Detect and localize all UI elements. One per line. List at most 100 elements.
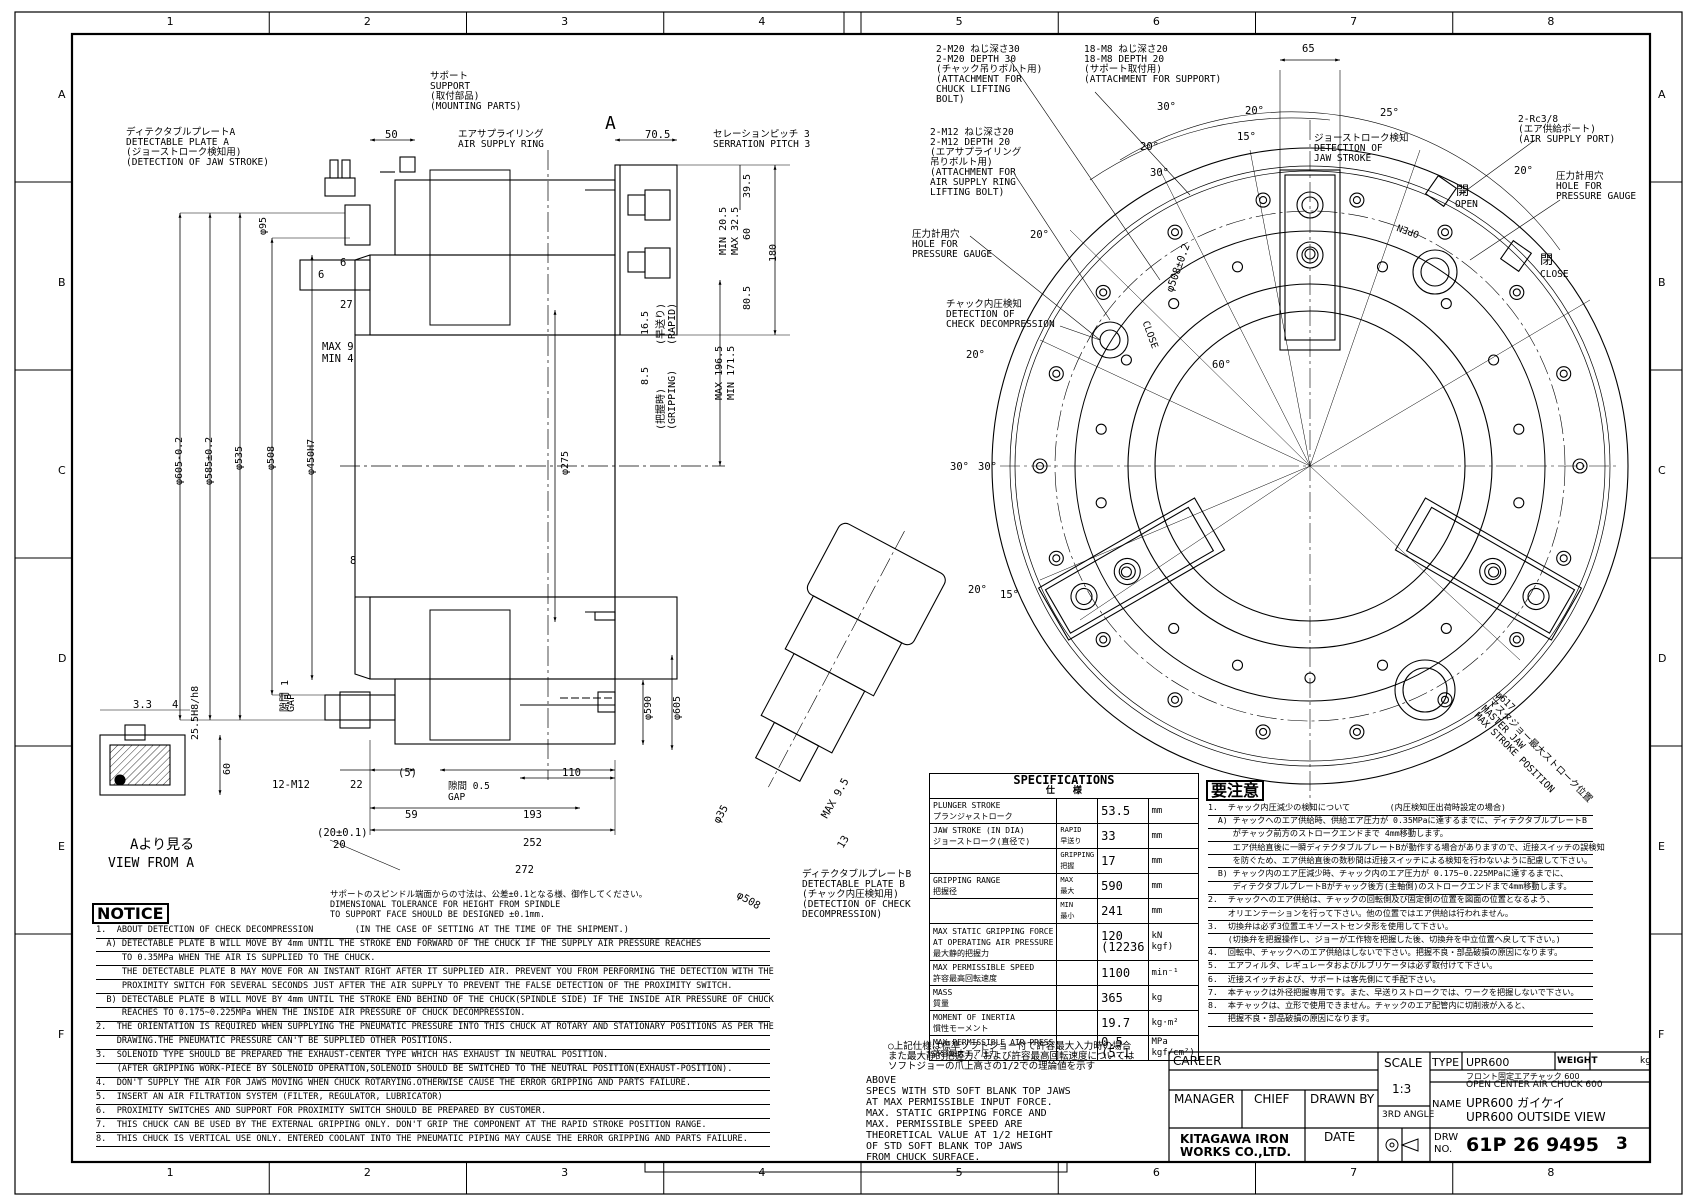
bolt-hole (1120, 354, 1132, 366)
spec-sub: MIN 最小 (1056, 898, 1099, 924)
bolt-hole (1168, 298, 1180, 310)
dim-3-3: 3.3 (133, 699, 152, 711)
dim-20: 20 (333, 839, 346, 851)
spec-unit: MPa kgf/cm²) (1147, 1035, 1199, 1061)
caution-line: 5. エアフィルタ、レギュレータおよびルブリケータは必ず取付けて下さい。 (1208, 959, 1593, 974)
view-from-a-en: VIEW FROM A (108, 856, 195, 871)
spec-label (928, 848, 1058, 874)
dim-252: 252 (523, 837, 542, 849)
dim-535: φ535 (234, 445, 245, 470)
notice-line: REACHES TO 0.175~0.225MPa WHEN THE INSID… (96, 1007, 770, 1022)
dim-min171-5: MIN 171.5 (726, 345, 737, 400)
angle-30a: 30° (1157, 101, 1176, 113)
name-label: NAME (1432, 1099, 1462, 1110)
spec-label (928, 898, 1058, 924)
name-en-small: OPEN CENTER AIR CHUCK 600 (1466, 1080, 1603, 1090)
dim-22: 22 (350, 779, 363, 791)
caution-line: 6. 近接スイッチおよび、サポートは客先側にて手配下さい。 (1208, 973, 1593, 988)
caution-line: ディテクタブルプレートBがチャック後方(主軸側)のストロークエンドまで4mm移動… (1208, 880, 1593, 895)
notice-line: PROXIMITY SWITCH FOR SEVERAL SECONDS JUS… (96, 980, 770, 995)
spec-sub: RAPID 早送り (1056, 823, 1099, 849)
zone-row-F-right: F (1658, 1028, 1665, 1041)
scale-label: SCALE (1384, 1056, 1423, 1070)
dim-rapid: (早送り) (RAPID) (656, 302, 678, 345)
angle-20b: 20° (1140, 141, 1159, 153)
zone-col-6-bottom: 6 (1152, 1166, 1160, 1179)
zone-row-B-right: B (1658, 276, 1666, 289)
dim-max32-5: MAX 32.5 (730, 206, 741, 255)
zone-col-5-top: 5 (955, 15, 963, 28)
spec-value: 17 (1097, 848, 1149, 874)
angle-label: 3RD ANGLE (1382, 1110, 1435, 1120)
dim-110: 110 (562, 767, 581, 779)
spec-sub: GRIPPING 把握 (1056, 848, 1099, 874)
spec-label: JAW STROKE (IN DIA) ジョーストローク(直径で) (928, 823, 1058, 849)
dim-605b: φ605 (672, 695, 683, 720)
front-view (969, 58, 1629, 810)
dim-50: 50 (385, 129, 398, 141)
spec-unit: mm (1147, 873, 1199, 899)
bolt-hole (1440, 622, 1452, 634)
notice-line: (AFTER GRIPPING WORK-PIECE BY SOLENOID O… (96, 1063, 770, 1078)
zone-col-4-bottom: 4 (758, 1166, 766, 1179)
decomp-label: チャック内圧検知 DETECTION OF CHECK DECOMPRESSIO… (946, 299, 1055, 330)
zone-row-D-left: D (58, 652, 67, 665)
angle-30d: 30° (950, 461, 969, 473)
dim-gripping: (把握時) (GRIPPING) (656, 369, 678, 430)
inclined-view (754, 522, 946, 788)
spec-value: 120 (12236 (1097, 923, 1149, 961)
caution-title: 要注意 (1206, 780, 1265, 801)
dim-20-tol: (20±0.1) (317, 827, 368, 839)
career-label: CAREER (1173, 1054, 1222, 1068)
notice-line: THE DETECTABLE PLATE B MAY MOVE FOR AN I… (96, 966, 774, 981)
rc38-label: 2-Rc3/8 (エア供給ポート) (AIR SUPPLY PORT) (1518, 114, 1616, 145)
spec-label: MAX STATIC GRIPPING FORCE AT OPERATING A… (928, 923, 1058, 961)
angle-30c: 30° (978, 461, 997, 473)
dim-8-5: 8.5 (640, 366, 651, 385)
type-label: TYPE (1432, 1056, 1460, 1069)
gap-label: 隙間 0.5 (448, 781, 490, 792)
spec-value: 241 (1097, 898, 1149, 924)
dim-180: 180 (768, 243, 779, 262)
title-block (1168, 1051, 1651, 1163)
bolt-hole (1304, 672, 1316, 684)
mounting-hole (1437, 224, 1453, 240)
dim-25-5: 25.5H8/h8 (190, 685, 201, 740)
bolt-hole (1231, 261, 1244, 273)
mounting-hole (1167, 692, 1183, 708)
notice-line: TO 0.35MPa WHEN THE AIR IS SUPPLIED TO T… (96, 952, 770, 967)
spec-value: 1100 (1097, 960, 1149, 986)
caution-line: 1. チャック内圧減少の検知について (内圧検知圧出荷時設定の場合) (1208, 801, 1593, 816)
dim-590: φ590 (643, 695, 654, 720)
mounting-hole (1572, 458, 1588, 474)
dim-193: 193 (523, 809, 542, 821)
mounting-hole (1556, 550, 1572, 566)
m20-label: 2-M20 ねじ深さ30 2-M20 DEPTH 30 (チャック吊りボルト用)… (936, 44, 1043, 105)
m8-label: 18-M8 ねじ深さ20 18-M8 DEPTH 20 (サポート取付用) (A… (1084, 44, 1222, 85)
caution-line: エア供給直後に一瞬ディテクタブルプレートBが動作する場合がありますので、近接スイ… (1208, 841, 1605, 856)
side-view (178, 138, 790, 871)
angle-25: 25° (1380, 107, 1399, 119)
spec-value: 19.7 (1097, 1010, 1149, 1036)
dim-gap-en: GAP (286, 693, 297, 712)
spec-unit: mm (1147, 898, 1199, 924)
serration-label: セレーションピッチ 3 SERRATION PITCH 3 (713, 129, 811, 150)
mounting-hole (1095, 284, 1111, 300)
dim-5: (5) (398, 767, 417, 779)
dim-39-5: 39.5 (742, 173, 753, 198)
angle-20e: 20° (966, 349, 985, 361)
m12-label: 2-M12 ねじ深さ20 2-M12 DEPTH 20 (エアサプライリング 吊… (930, 127, 1022, 198)
mounting-hole (1349, 192, 1365, 208)
mounting-hole (1556, 366, 1572, 382)
notice-line: DRAWING.THE PNEUMATIC PRESSURE CAN'T BE … (96, 1035, 770, 1050)
gap-en-label: GAP (448, 792, 466, 803)
notice-line: 5. INSERT AN AIR FILTRATION SYSTEM (FILT… (96, 1091, 770, 1106)
bolt-hole (1304, 248, 1316, 260)
support-label: サポート SUPPORT (取付部品) (MOUNTING PARTS) (430, 71, 522, 112)
dim-max9: MAX 9 (322, 341, 354, 353)
spec-value: 365 (1097, 985, 1149, 1011)
notice-line: 7. THIS CHUCK CAN BE USED BY THE EXTERNA… (96, 1119, 770, 1134)
bolt-hole (1513, 423, 1525, 435)
outer-frame (14, 11, 1683, 1195)
